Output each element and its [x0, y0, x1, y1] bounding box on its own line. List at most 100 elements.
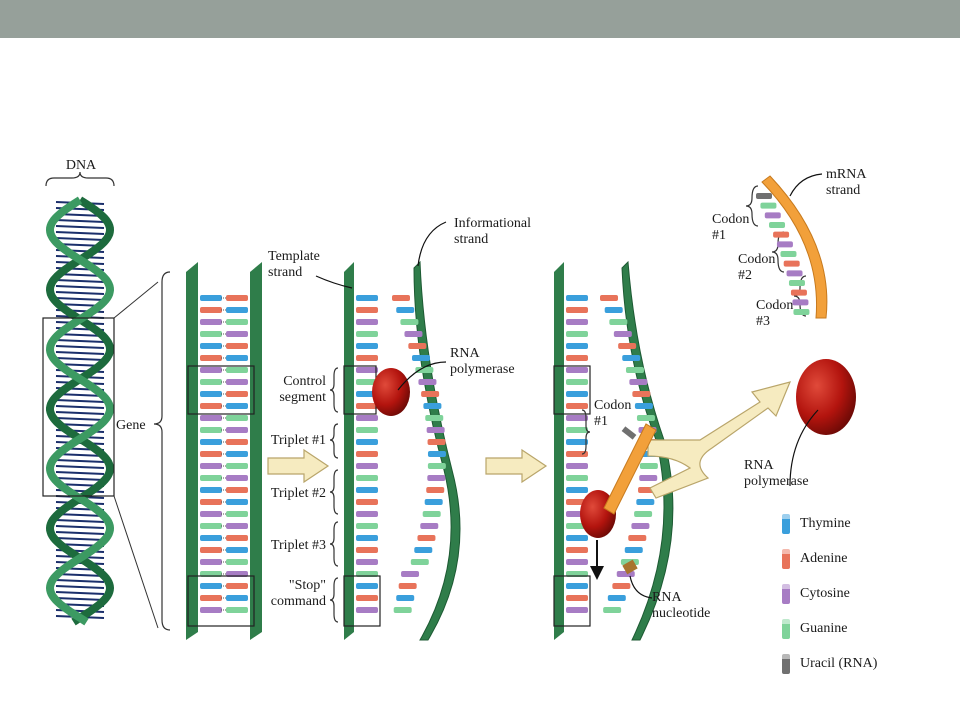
- stop-segment-box-1: [187, 575, 255, 627]
- nucleotide: [356, 379, 378, 385]
- helix-base-pair: [55, 459, 105, 463]
- mrna-nucleotide: [776, 241, 793, 248]
- helix-base-pair: [55, 525, 105, 529]
- stop-segment-box-2: [343, 575, 381, 627]
- nucleotide: [566, 427, 588, 433]
- helix-base-pair: [55, 531, 105, 535]
- nucleotide: [226, 523, 248, 529]
- nucleotide: [412, 355, 431, 361]
- legend-swatch-highlight: [782, 584, 790, 589]
- nucleotide: [356, 427, 378, 433]
- legend-swatch-highlight: [782, 619, 790, 624]
- nucleotide: [566, 295, 588, 301]
- legend-swatch-highlight: [782, 654, 790, 659]
- nucleotide: [200, 343, 222, 349]
- helix-base-pair: [55, 237, 105, 241]
- growing-mrna: [603, 423, 657, 515]
- nucleotide: [200, 475, 222, 481]
- nucleotide: [566, 343, 588, 349]
- helix-base-pair: [55, 579, 105, 583]
- nucleotide: [356, 331, 378, 337]
- mrna-nucleotide: [788, 280, 805, 286]
- nucleotide: [356, 523, 378, 529]
- nucleotide: [200, 595, 222, 601]
- nucleotide: [612, 583, 631, 589]
- nucleotide: [566, 403, 588, 409]
- release-arrow: [647, 381, 792, 499]
- control-segment-box-3: [553, 365, 591, 415]
- nucleotide: [200, 463, 222, 469]
- mrna-nucleotide: [773, 231, 790, 238]
- nucleotide: [200, 367, 222, 373]
- nucleotide: [200, 403, 222, 409]
- nucleotide: [425, 415, 444, 421]
- nucleotide: [200, 439, 222, 445]
- step-arrow-1: [267, 448, 330, 484]
- nucleotide: [200, 379, 222, 385]
- nucleotide: [226, 511, 248, 517]
- helix-base-pair: [55, 585, 105, 589]
- nucleotide: [396, 307, 415, 313]
- nucleotide: [226, 319, 248, 325]
- nucleotide: [618, 343, 637, 349]
- triplet2-label: Triplet #2: [270, 486, 326, 501]
- rna-polymerase-mid: [372, 368, 410, 416]
- nucleotide: [200, 451, 222, 457]
- nucleotide: [226, 343, 248, 349]
- helix-base-pair: [55, 405, 105, 409]
- nucleotide: [566, 355, 588, 361]
- nucleotide: [625, 367, 644, 373]
- nucleotide: [414, 547, 433, 553]
- nucleotide: [356, 583, 378, 589]
- nucleotide: [566, 391, 588, 397]
- nucleotide: [426, 427, 445, 433]
- stop-segment-box-3: [553, 575, 591, 627]
- legend-adenine: Adenine: [800, 551, 848, 566]
- nucleotide: [226, 595, 248, 601]
- nucleotide: [631, 523, 650, 529]
- slide-header-bar: [0, 0, 960, 38]
- nucleotide: [566, 379, 588, 385]
- helix-strand: [45, 196, 115, 626]
- nucleotide: [200, 523, 222, 529]
- nucleotide: [420, 523, 439, 529]
- dna-bracket: [45, 171, 115, 187]
- nucleotide: [226, 307, 248, 313]
- nucleotide: [636, 415, 655, 421]
- nucleotide: [356, 367, 378, 373]
- nucleotide: [226, 463, 248, 469]
- nucleotide: [356, 463, 378, 469]
- nucleotide: [566, 607, 588, 613]
- nucleotide: [226, 331, 248, 337]
- nucleotide: [609, 319, 628, 325]
- nucleotide: [200, 355, 222, 361]
- nucleotide: [356, 451, 378, 457]
- nucleotide: [634, 511, 653, 517]
- nucleotide: [226, 415, 248, 421]
- mrna-nucleotide: [792, 299, 809, 306]
- nucleotide: [226, 295, 248, 301]
- mrna-nucleotide: [764, 212, 781, 219]
- nucleotide: [410, 559, 429, 565]
- gene-ladder-panel: [186, 262, 262, 640]
- nucleotide: [423, 403, 442, 409]
- helix-base-pair: [55, 219, 105, 223]
- template-strand-backbone: [186, 262, 198, 640]
- nucleotide: [398, 583, 417, 589]
- helix-strand: [45, 196, 115, 626]
- helix-base-pair: [55, 573, 105, 577]
- helix-base-pair: [55, 477, 105, 481]
- nucleotide: [226, 403, 248, 409]
- nucleotide: [200, 559, 222, 565]
- helix-base-pair: [55, 591, 105, 595]
- helix-base-pair: [55, 597, 105, 601]
- legend-uracil: Uracil (RNA): [800, 656, 878, 671]
- nucleotide: [200, 547, 222, 553]
- codon2-label: Codon #2: [738, 252, 776, 283]
- nucleotide: [566, 463, 588, 469]
- nucleotide: [427, 451, 446, 457]
- helix-base-pair: [55, 411, 105, 415]
- nucleotide: [566, 583, 588, 589]
- nucleotide: [566, 547, 588, 553]
- nucleotide: [226, 499, 248, 505]
